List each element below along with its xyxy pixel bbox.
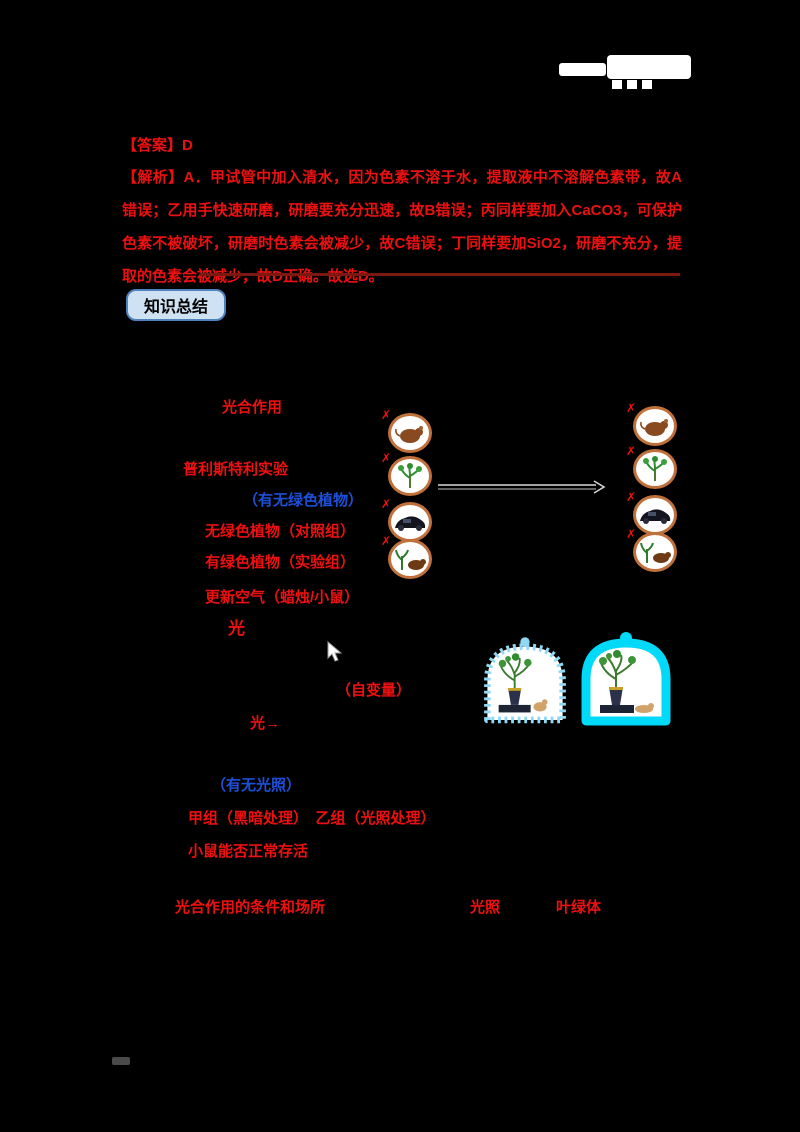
site-logo-text [559, 63, 606, 76]
bell-circle-mouse-plant [633, 532, 677, 572]
mouse-icon [640, 419, 668, 436]
bell-circle-mouse [633, 406, 677, 446]
bell-jar-dark-icon [484, 637, 566, 724]
experiment1-name: 普利斯特利实验 [183, 461, 289, 478]
experiment1-control-group: 无绿色植物（对照组） [205, 523, 356, 540]
result-mark: ✗ [381, 408, 392, 422]
mouse-and-plant-icon [640, 542, 671, 563]
result-mark: ✗ [381, 497, 392, 511]
right-arrow-icon [438, 480, 606, 494]
experiment2-condition: （自变量） [336, 682, 412, 699]
bell-circle-mouse [388, 413, 432, 453]
site-logo-tab [642, 80, 652, 89]
light-arrow-label: 光→ [250, 715, 281, 732]
knowledge-summary-button[interactable]: 知识总结 [126, 289, 226, 321]
footer-page-mark [112, 1057, 130, 1065]
site-logo-tab [612, 80, 622, 89]
mouse-icon [395, 426, 423, 443]
light-label: 光 [228, 619, 245, 638]
fill-blank-light: 光照 [470, 899, 501, 916]
experiment2-variable: （有无光照） [211, 777, 302, 794]
result-mark: ✗ [626, 444, 637, 458]
candle-icon [395, 516, 426, 531]
candle-icon [640, 509, 671, 524]
experiment1-conclusion: 更新空气（蜡烛/小鼠） [205, 589, 360, 606]
blank-underline [200, 273, 680, 276]
bell-circle-candle [633, 495, 677, 535]
answer-label: 【答案】D [122, 137, 193, 154]
bell-circle-mouse-plant [388, 539, 432, 579]
analysis-paragraph: 【解析】A．甲试管中加入清水，因为色素不溶于水，提取液中不溶解色素带，故A错误；… [122, 169, 682, 285]
experiment1-variable: （有无绿色植物） [243, 492, 364, 509]
result-mark: ✗ [626, 527, 637, 541]
experiment2-conclusion: 光合作用的条件和场所 [175, 899, 326, 916]
site-logo-tab [627, 80, 637, 89]
fill-blank-chloroplast: 叶绿体 [556, 899, 602, 916]
experiment1-experimental-group: 有绿色植物（实验组） [205, 554, 356, 571]
plant-icon [643, 456, 667, 481]
result-mark: ✗ [626, 401, 637, 415]
experiment2-observation: 小鼠能否正常存活 [188, 843, 309, 860]
experiment2-groups: 甲组（黑暗处理） 乙组（光照处理） [188, 810, 436, 827]
bell-circle-plant [388, 456, 432, 496]
mouse-and-plant-icon [395, 549, 426, 570]
site-logo-block [607, 55, 691, 79]
bell-circle-plant [633, 449, 677, 489]
plant-icon [398, 463, 422, 488]
mouse-cursor-icon [327, 641, 343, 662]
bell-jar-light-icon [581, 632, 671, 726]
result-mark: ✗ [381, 451, 392, 465]
result-mark: ✗ [626, 490, 637, 504]
bell-circle-candle [388, 502, 432, 542]
result-mark: ✗ [381, 534, 392, 548]
diagram-title: 光合作用 [222, 399, 283, 416]
